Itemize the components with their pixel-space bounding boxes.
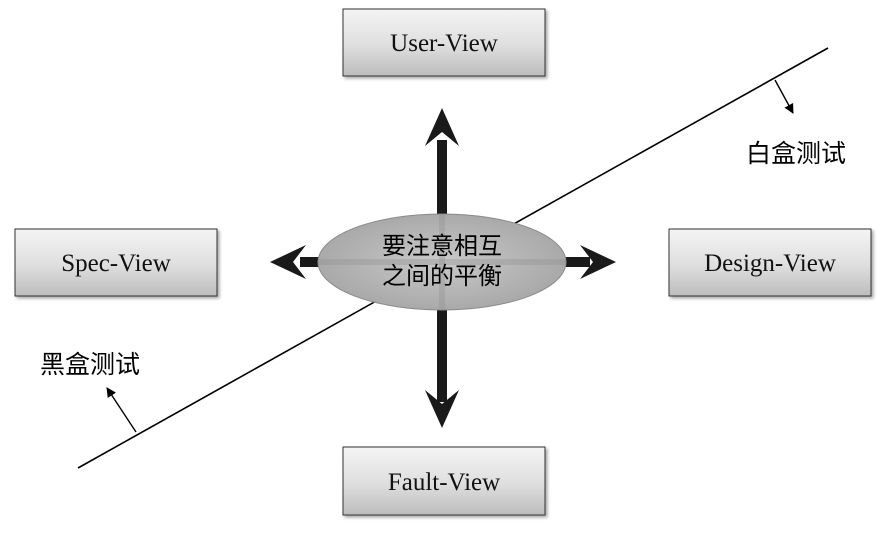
design-view-box: Design-View <box>668 228 872 297</box>
fault-view-box: Fault-View <box>342 446 546 516</box>
white-box-testing-label: 白盒测试 <box>746 139 846 168</box>
center-label-line2: 之间的平衡 <box>382 262 502 290</box>
white-box-pointer <box>774 79 794 114</box>
center-label-line1: 要注意相互 <box>382 232 502 260</box>
user-view-label: User-View <box>390 30 498 57</box>
up-arrow-head <box>425 108 459 146</box>
black-box-testing-label: 黑盒测试 <box>40 350 140 379</box>
black-box-pointer <box>106 387 137 433</box>
center-balance-node: 要注意相互 之间的平衡 <box>317 213 567 311</box>
design-view-label: Design-View <box>704 250 836 277</box>
spec-view-box: Spec-View <box>14 228 218 297</box>
right-arrow-head <box>580 245 616 279</box>
spec-view-label: Spec-View <box>61 250 171 277</box>
left-arrow-head <box>270 245 306 279</box>
down-arrow-head <box>425 390 459 428</box>
user-view-box: User-View <box>342 8 546 77</box>
fault-view-label: Fault-View <box>388 469 500 496</box>
